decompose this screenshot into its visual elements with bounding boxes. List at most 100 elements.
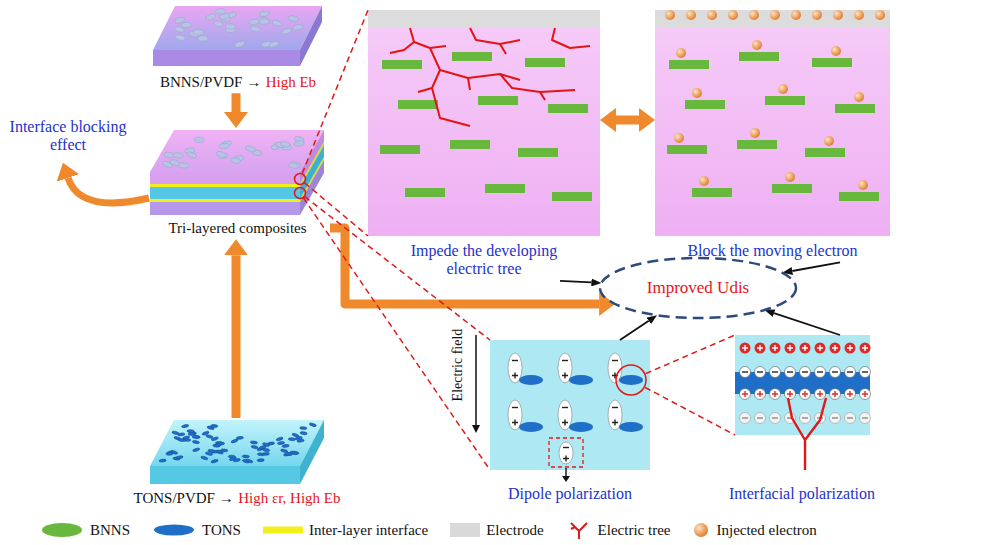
slab-front-layer [150, 187, 300, 199]
minus-sign [772, 371, 778, 372]
bnns-filler [259, 19, 269, 24]
plus-sign [772, 345, 778, 351]
plus-sign [847, 391, 853, 397]
legend-tree-icon [571, 523, 587, 539]
plus-sign [832, 345, 838, 351]
charge [785, 343, 796, 354]
electron-ball [686, 10, 696, 20]
tons-sheet [619, 375, 643, 385]
bnns-filler [268, 40, 279, 48]
slab-front-layer [150, 202, 300, 215]
legend-swatch [566, 521, 592, 539]
caption: TONS/PVDF →High εr, High Eb [122, 490, 352, 507]
bnns-filler [281, 28, 292, 35]
slab-top-face [150, 420, 324, 466]
bnns-sheet [812, 58, 852, 67]
block-arrow [616, 116, 639, 125]
charge [770, 413, 781, 424]
charge [740, 389, 751, 400]
legend-swatch [263, 521, 303, 539]
bnns-sheet [552, 192, 592, 201]
caption-text: TONS/PVDF → [133, 490, 233, 506]
mechanism-panel: Interfacial polarization [712, 335, 892, 505]
electron-ball [752, 40, 762, 50]
bnns-filler [216, 150, 227, 158]
charge [770, 389, 781, 400]
bnns-sheet [669, 60, 709, 69]
tons-filler [159, 459, 166, 463]
direction-arrow [565, 468, 566, 476]
caption: Tri-layered composites [145, 220, 330, 237]
tons-filler [231, 438, 239, 443]
bnns-sheet [739, 52, 779, 61]
electron-ball [824, 136, 834, 146]
block-arrow [232, 93, 241, 112]
minus-sign [847, 417, 853, 418]
curved-arrow [68, 178, 149, 203]
charge [860, 343, 871, 354]
bnns-filler [245, 145, 256, 153]
bnns-sheet [405, 188, 445, 197]
axis-label: Electric field [450, 329, 466, 402]
electron-ball [858, 180, 868, 190]
plus-sign [742, 391, 748, 397]
legend-swatch [152, 521, 196, 539]
tons-sheet [619, 422, 643, 432]
tons-filler [217, 442, 225, 446]
bnns-filler [181, 22, 191, 27]
caption-text: Improved Udis [647, 278, 749, 298]
electric-tree [418, 48, 440, 92]
caption-text: Impede the developing electric tree [411, 242, 558, 277]
legend-item: Electrode [450, 521, 543, 539]
plus-sign [772, 391, 778, 397]
caption: Dipole polarization [490, 485, 650, 503]
bnns-sheet [839, 192, 879, 201]
bnns-filler [225, 24, 235, 30]
caption: Interfacial polarization [712, 485, 892, 503]
charge [755, 389, 766, 400]
electron-ball [854, 10, 864, 20]
result-ellipse: Improved Udis [598, 256, 798, 320]
electric-tree [788, 398, 826, 470]
block-arrow [232, 255, 241, 418]
bnns-sheet [525, 58, 565, 67]
caption: BNNS/PVDF →High Eb [148, 74, 328, 91]
caption-text: Tri-layered composites [168, 220, 306, 236]
charge [800, 413, 811, 424]
tons-filler [276, 437, 284, 442]
dipole-panel [490, 340, 650, 470]
charge [845, 389, 856, 400]
slab-top-face [153, 6, 322, 50]
tons-filler [300, 426, 307, 429]
minus-sign [862, 371, 868, 372]
charge [845, 413, 856, 424]
legend-text: Electrode [486, 522, 543, 539]
tons-filler [181, 424, 189, 428]
plus-sign [802, 345, 808, 351]
bnns-filler [219, 13, 230, 19]
tons-pvdf-slab [150, 420, 324, 484]
charge [800, 367, 811, 378]
caption-text: Block the moving electron [687, 242, 857, 259]
mechanism-panel: Dipole polarization [490, 340, 650, 505]
bnns-filler [234, 40, 245, 48]
tons-filler [277, 441, 285, 445]
charge [815, 389, 826, 400]
zoom-marker [295, 174, 306, 185]
tons-filler [211, 459, 219, 464]
minus-sign [562, 407, 568, 408]
minus-sign [612, 360, 618, 361]
electron-ball [833, 10, 843, 20]
tons-filler [250, 441, 257, 445]
minus-sign [832, 371, 838, 372]
electric-tree [552, 28, 590, 48]
electron-ball [770, 10, 780, 20]
electron-ball [665, 10, 675, 20]
plus-sign [757, 391, 763, 397]
electron-ball [674, 133, 684, 143]
tons-filler [257, 453, 264, 456]
plus-sign [832, 391, 838, 397]
matrix-panel [368, 10, 600, 236]
legend-text: Electric tree [598, 522, 671, 539]
plus-sign [612, 420, 618, 426]
